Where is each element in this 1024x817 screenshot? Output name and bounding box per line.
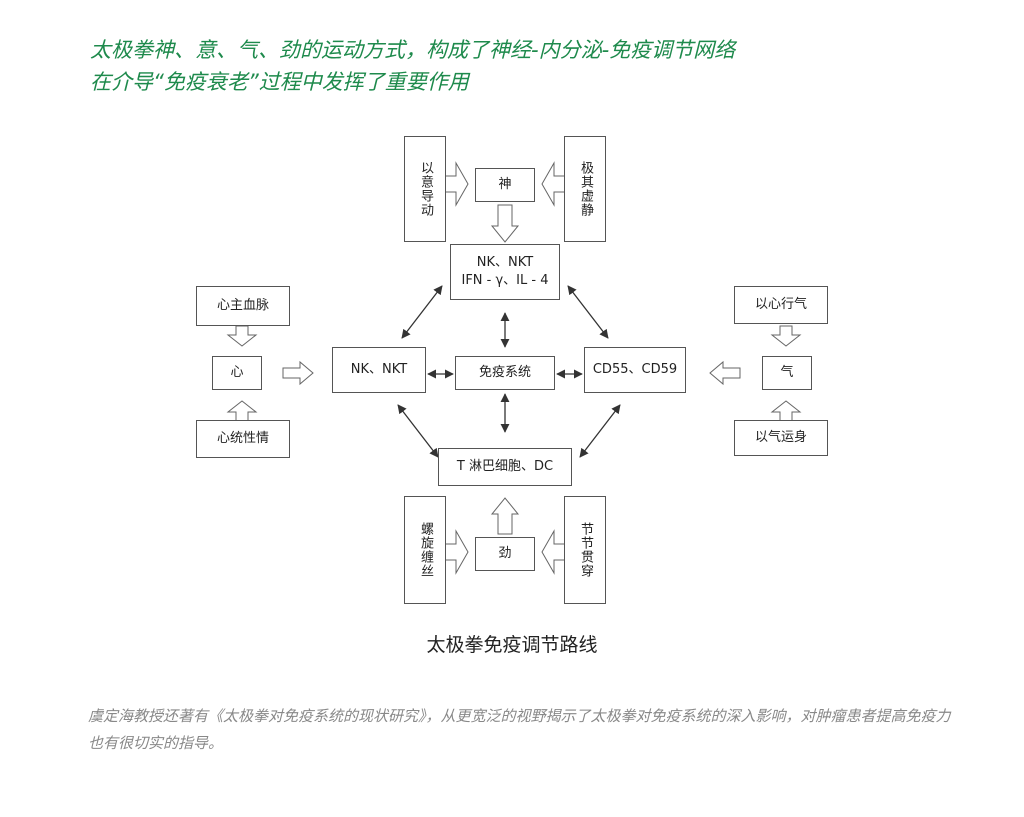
double-arrow-diag-bl [397, 404, 439, 458]
box-cd55-cd59: CD55、CD59 [584, 347, 686, 393]
arrow-xin-down-icon [226, 325, 258, 347]
double-arrow-diag-br [579, 404, 621, 458]
box-nk-ifn: NK、NKT IFN - γ、IL - 4 [450, 244, 560, 300]
arrow-top-left-icon [443, 161, 469, 207]
diagram-caption: 太极拳免疫调节路线 [426, 634, 598, 656]
box-ji-qi-xu-jing: 极其虚静 [564, 136, 606, 242]
double-arrow-diag-tr [567, 285, 609, 339]
label-nk-top-line1: NK、NKT [476, 255, 534, 270]
label-yi-xin-xing-qi: 以心行气 [754, 297, 807, 312]
body-paragraph: 虞定海教授还著有《太极拳对免疫系统的现状研究》，从更宽泛的视野揭示了太极拳对免疫… [88, 707, 951, 752]
label-immune-system: 免疫系统 [478, 365, 531, 380]
arrow-qi-left-icon [709, 360, 741, 386]
label-jin: 劲 [498, 546, 512, 561]
arrow-top-right-icon [541, 161, 567, 207]
arrow-bottom-right-icon [541, 529, 567, 575]
label-xin: 心 [230, 365, 244, 380]
double-arrow-diag-tl [401, 285, 443, 339]
heading-line-2: 在介导“免疫衰老”过程中发挥了重要作用 [90, 70, 469, 94]
heading: 太极拳神、意、气、劲的运动方式，构成了神经-内分泌-免疫调节网络 在介导“免疫衰… [90, 34, 735, 98]
box-jin: 劲 [475, 537, 535, 571]
label-xin-zhu-xue-mai: 心主血脉 [216, 298, 269, 313]
label-shen: 神 [498, 177, 512, 192]
box-yi-yi-dao-dong: 以意导动 [404, 136, 446, 242]
label-xin-tong-xing-qing: 心统性情 [216, 431, 269, 446]
label-t-cell-dc: T 淋巴细胞、DC [456, 459, 554, 474]
box-shen: 神 [475, 168, 535, 202]
heading-line-1: 太极拳神、意、气、劲的运动方式，构成了神经-内分泌-免疫调节网络 [90, 38, 736, 62]
arrow-xin-up-icon [226, 400, 258, 422]
label-nk-top-line2: IFN - γ、IL - 4 [461, 273, 549, 288]
box-xin: 心 [212, 356, 262, 390]
box-luo-xuan-chan-si: 螺旋缠丝 [404, 496, 446, 604]
label-cd55-cd59: CD55、CD59 [592, 362, 678, 377]
label-qi: 气 [780, 365, 794, 380]
arrow-qi-down-icon [770, 325, 802, 347]
box-xin-zhu-xue-mai: 心主血脉 [196, 286, 290, 326]
label-jie-jie-guan-chuan: 节节贯穿 [578, 522, 593, 578]
box-jie-jie-guan-chuan: 节节贯穿 [564, 496, 606, 604]
box-nk-left: NK、NKT [332, 347, 426, 393]
arrow-jin-up-icon [490, 497, 520, 535]
box-yi-qi-yun-shen: 以气运身 [734, 420, 828, 456]
label-yi-yi-dao-dong: 以意导动 [418, 161, 433, 217]
arrow-xin-right-icon [282, 360, 314, 386]
label-yi-qi-yun-shen: 以气运身 [754, 430, 807, 445]
arrow-qi-up-icon [770, 400, 802, 422]
box-xin-tong-xing-qing: 心统性情 [196, 420, 290, 458]
label-nk-left: NK、NKT [350, 362, 408, 377]
label-ji-qi-xu-jing: 极其虚静 [578, 161, 593, 217]
box-immune-system: 免疫系统 [455, 356, 555, 390]
box-qi: 气 [762, 356, 812, 390]
box-t-cell-dc: T 淋巴细胞、DC [438, 448, 572, 486]
arrow-bottom-left-icon [443, 529, 469, 575]
label-luo-xuan-chan-si: 螺旋缠丝 [418, 522, 433, 578]
arrow-shen-down-icon [490, 204, 520, 243]
box-yi-xin-xing-qi: 以心行气 [734, 286, 828, 324]
